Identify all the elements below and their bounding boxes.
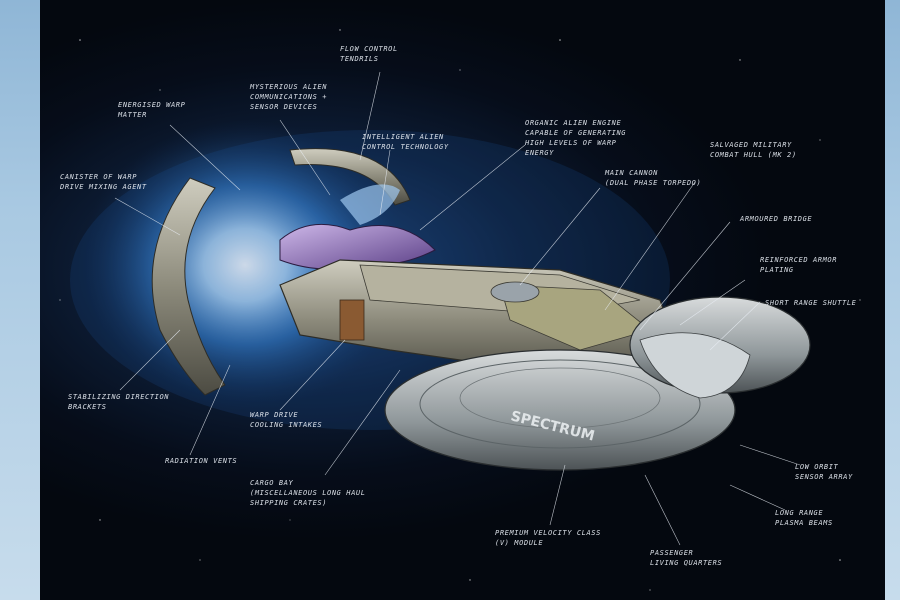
label-passenger-quarters: Passenger living quarters (650, 549, 723, 567)
label-armoured-bridge: Armoured bridge (740, 215, 813, 223)
label-reinforced-armor: Reinforced armor plating (760, 256, 838, 274)
label-cargo-bay: Cargo bay (miscellaneous long haul shipp… (250, 479, 366, 507)
callout-lines (114, 71, 801, 546)
label-short-range-shuttle: Short range shuttle (765, 299, 857, 307)
label-salvaged-military-hull: Salvaged military combat hull (mk 2) (710, 141, 797, 159)
label-canister-warp-drive: Canister of warp drive mixing agent (60, 173, 147, 191)
label-intelligent-alien-control: Intelligent alien control technology (362, 133, 449, 151)
label-energised-warp-matter: Energised warp matter (118, 101, 186, 119)
label-warp-drive-cooling: Warp drive cooling intakes (250, 411, 323, 429)
label-main-cannon: Main cannon (dual phase torpedo) (605, 169, 702, 187)
label-flow-control-tendrils: Flow control tendrils (340, 45, 398, 63)
label-radiation-vents: Radiation vents (165, 457, 238, 465)
label-premium-velocity: Premium velocity class (v) module (495, 529, 601, 547)
starfield (59, 29, 861, 591)
concept-art-poster: SPECTRUM Flow control tendril (40, 0, 885, 600)
label-low-orbit-sensor: Low orbit sensor array (795, 463, 853, 481)
label-mysterious-alien-comm: Mysterious alien communications + sensor… (250, 83, 328, 111)
label-organic-alien-engine: Organic alien engine capable of generati… (525, 119, 627, 157)
label-long-range-plasma: Long range plasma beams (775, 509, 833, 527)
label-stabilizing-direction: Stabilizing direction brackets (68, 393, 170, 411)
spaceship-illustration: SPECTRUM (59, 29, 861, 591)
